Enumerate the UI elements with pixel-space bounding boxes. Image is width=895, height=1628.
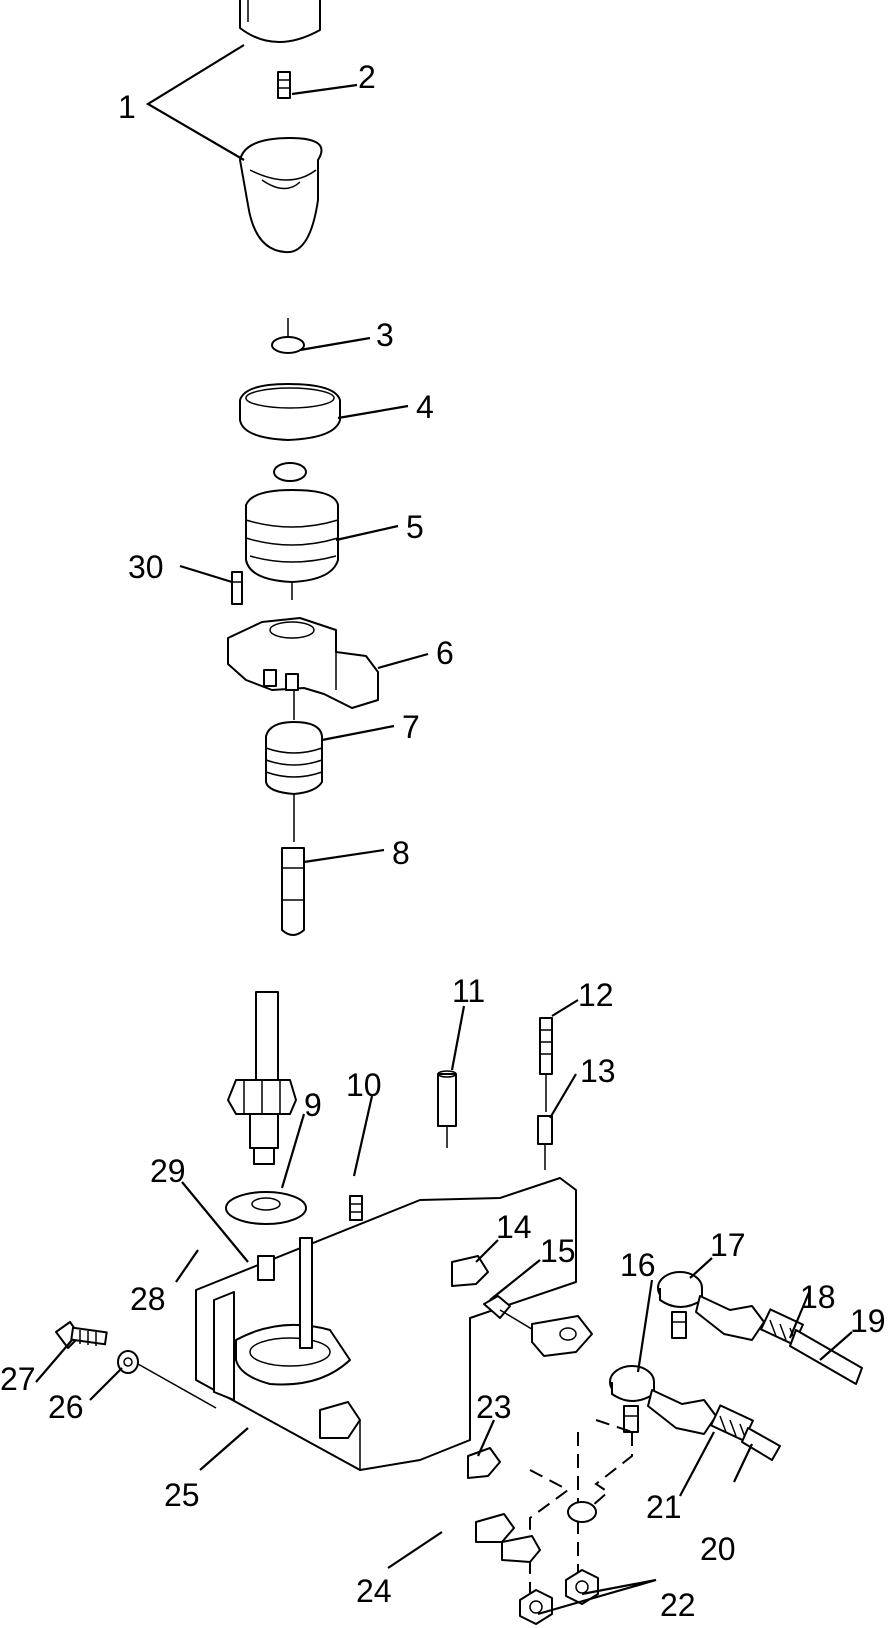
callout-21: 21 — [646, 1489, 682, 1525]
callout-15: 15 — [540, 1233, 576, 1269]
threaded-stud-part — [539, 1017, 553, 1112]
callout-25: 25 — [164, 1477, 200, 1513]
lower-cable-part — [609, 1365, 781, 1461]
lever-assembly-part — [227, 991, 297, 1165]
callout-22: 22 — [660, 1587, 696, 1623]
callout-18: 18 — [800, 1279, 836, 1315]
bracket-23-part — [467, 1447, 501, 1479]
callout-19: 19 — [850, 1303, 886, 1339]
shift-bracket-part — [227, 617, 379, 720]
callout-28: 28 — [130, 1281, 166, 1317]
callout-5: 5 — [406, 509, 424, 545]
callout-26: 26 — [48, 1389, 84, 1425]
callout-6: 6 — [436, 635, 454, 671]
knob-screw-part — [277, 71, 291, 99]
spring-part — [265, 721, 323, 842]
bushing-13-part — [537, 1115, 553, 1170]
callout-10: 10 — [346, 1067, 382, 1103]
callout-12: 12 — [578, 977, 614, 1013]
bolt-30-part — [231, 571, 243, 605]
parts-artwork — [55, 0, 863, 1625]
callout-16: 16 — [620, 1247, 656, 1283]
callout-7: 7 — [402, 709, 420, 745]
linkage-arm-part — [451, 1255, 593, 1357]
callout-13: 13 — [580, 1053, 616, 1089]
lock-nut-left-part — [519, 1589, 553, 1625]
callout-8: 8 — [392, 835, 410, 871]
upper-cable-part — [657, 1271, 863, 1385]
spacer-11-part — [437, 1070, 457, 1148]
callout-30: 30 — [128, 549, 164, 585]
callout-23: 23 — [476, 1389, 512, 1425]
washer-22-part — [567, 1501, 597, 1523]
callout-11: 11 — [452, 973, 485, 1009]
boot-ring-part — [239, 383, 341, 441]
shaft-pin-part — [281, 847, 305, 936]
washer-26-part — [117, 1350, 217, 1409]
callout-27: 27 — [0, 1361, 36, 1397]
lock-nut-right-part — [565, 1569, 599, 1605]
washer-part — [271, 318, 305, 354]
callout-29: 29 — [150, 1153, 186, 1189]
knob-upper-part — [239, 0, 321, 43]
base-housing-part — [195, 1177, 577, 1471]
callout-24: 24 — [356, 1573, 392, 1609]
callout-14: 14 — [496, 1209, 532, 1245]
leader-lines — [35, 44, 853, 1616]
knob-lower-part — [239, 137, 323, 254]
callout-4: 4 — [416, 389, 434, 425]
mounting-clip-part — [475, 1513, 541, 1563]
callout-1: 1 — [118, 89, 136, 125]
pin-10-part — [349, 1195, 363, 1221]
callout-3: 3 — [376, 317, 394, 353]
callout-9: 9 — [304, 1087, 322, 1123]
callout-20: 20 — [700, 1531, 736, 1567]
flange-washer-part — [225, 1191, 307, 1225]
bolt-27-part — [55, 1321, 108, 1349]
callout-2: 2 — [358, 59, 376, 95]
callout-17: 17 — [710, 1227, 746, 1263]
boot-part — [245, 462, 339, 600]
callout-labels: 1 2 3 4 5 30 6 7 8 9 10 11 12 13 29 14 1… — [0, 59, 886, 1623]
